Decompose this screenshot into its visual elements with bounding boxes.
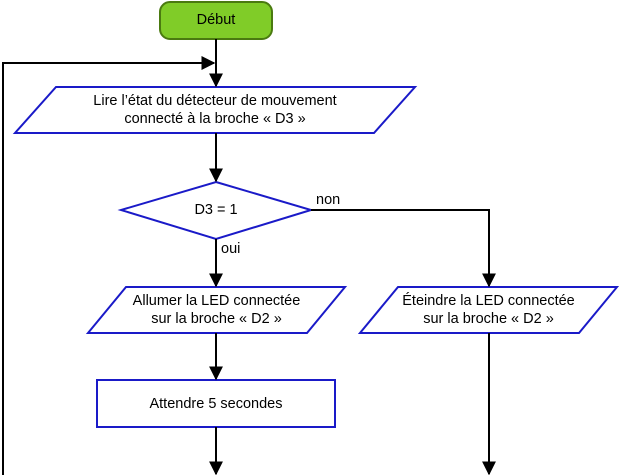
- wait-label: Attendre 5 secondes: [149, 396, 283, 412]
- led-on-shape: [85, 286, 348, 334]
- led-on-line1: Allumer la LED connectée: [132, 293, 301, 309]
- no-edge-label: non: [316, 192, 341, 208]
- led-off-shape: [357, 286, 619, 334]
- start-label: Début: [196, 12, 236, 28]
- led-off-line2: sur la broche « D2 »: [423, 311, 554, 327]
- led-on-label: Allumer la LED connectée sur la broche «…: [88, 292, 345, 328]
- yes-edge-label: oui: [221, 241, 241, 257]
- read-sensor-shape: [12, 86, 418, 134]
- led-off-label: Éteindre la LED connectée sur la broche …: [360, 292, 617, 328]
- read-sensor-line2: connecté à la broche « D3 »: [124, 111, 306, 127]
- arrow-no-to-led-off: [311, 209, 496, 288]
- led-off-line1: Éteindre la LED connectée: [402, 293, 575, 309]
- wait-box: [96, 379, 336, 428]
- read-sensor-line1: Lire l’état du détecteur de mouvement: [93, 93, 337, 109]
- led-on-line2: sur la broche « D2 »: [151, 311, 282, 327]
- decision-label: D3 = 1: [194, 202, 238, 218]
- loop-back-line: [2, 56, 216, 475]
- read-sensor-label: Lire l’état du détecteur de mouvement co…: [15, 92, 415, 128]
